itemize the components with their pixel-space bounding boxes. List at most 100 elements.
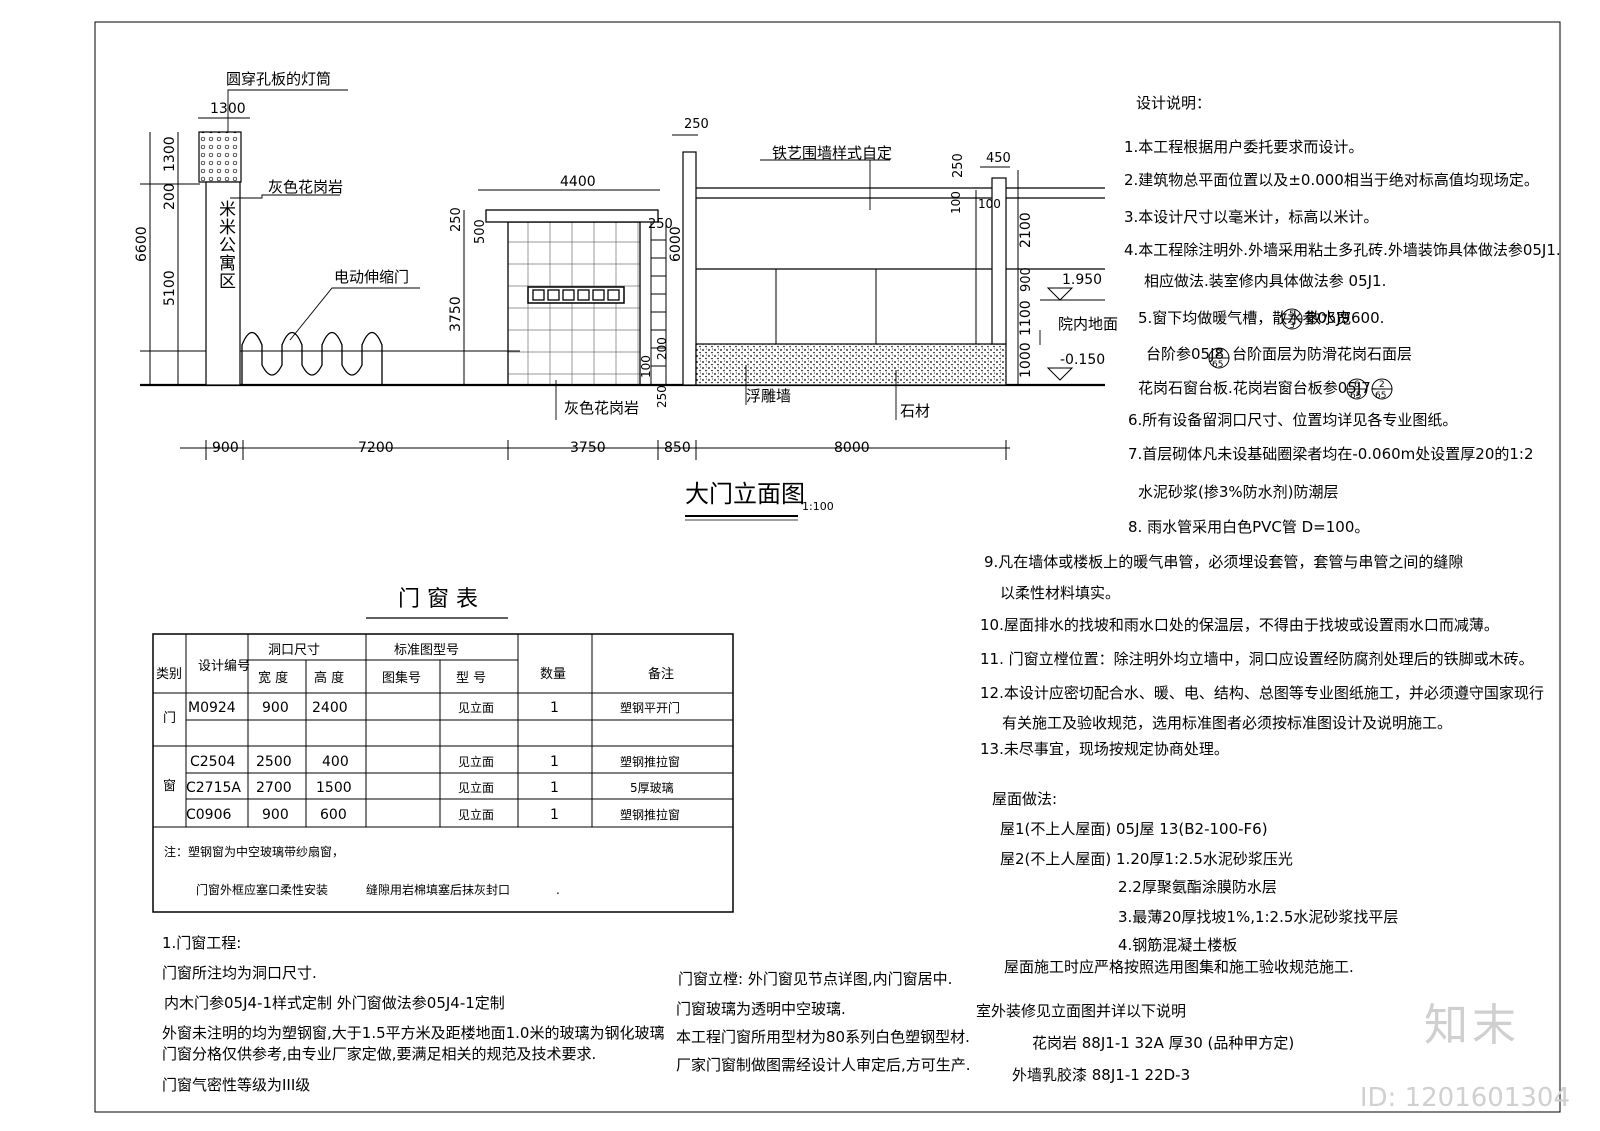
dim-5100: 5100: [162, 270, 178, 306]
left-pillar: [205, 181, 241, 386]
gate-elevation: 米米公寓区: [134, 70, 1118, 521]
note-line: 4.本工程除注明外.外墙采用粘土多孔砖.外墙装饰具体做法参05J1.: [1124, 241, 1561, 259]
level-1950: 1.950: [1062, 272, 1102, 288]
note-line: 11. 门窗立樘位置：除注明外均立墙中，洞口应设置经防腐剂处理后的铁脚或木砖。: [980, 650, 1534, 668]
ref-d-top: 2: [1379, 380, 1385, 390]
row-height: 1500: [316, 780, 352, 796]
row-model: 见立面: [458, 700, 494, 715]
roof-line: 屋面施工时应严格按照选用图集和施工验收规范施工.: [1004, 958, 1354, 976]
level-marker-2: [1046, 367, 1074, 381]
pillar-text: 米米公寓区: [215, 200, 236, 290]
level-marker-1: [1046, 287, 1074, 301]
gatehouse-window: [527, 286, 625, 304]
row-width: 2500: [256, 754, 292, 770]
header-atlas: 图集号: [382, 670, 421, 686]
roof-title: 屋面做法:: [992, 790, 1058, 808]
row-qty: 1: [550, 754, 559, 770]
dim-b3750: 3750: [570, 440, 606, 456]
ref-c-bot: 65: [1350, 391, 1361, 401]
roof-line: 屋2(不上人屋面) 1.20厚1:2.5水泥砂浆压光: [1000, 850, 1293, 868]
dim-b850: 850: [664, 440, 691, 456]
label-iron-fence: 铁艺围墙样式自定: [772, 144, 892, 162]
table-note-2: 门窗外框应塞口柔性安装: [196, 882, 328, 897]
relief-wall: [695, 343, 1007, 386]
dim-250e: 250: [951, 153, 966, 178]
row-no: C2504: [190, 754, 235, 770]
roof-line: 外墙乳胶漆 88J1-1 22D-3: [1012, 1066, 1191, 1084]
dim-100b: 100: [978, 197, 1001, 211]
row-no: C0906: [186, 807, 231, 823]
dim-250b: 250: [684, 117, 709, 132]
door-note-line: 门窗所注均为洞口尺寸.: [162, 964, 317, 982]
note-line: 台阶面层为防滑花岗石面层: [1232, 345, 1413, 363]
door-note-line: 外窗未注明的均为塑钢窗,大于1.5平方米及距楼地面1.0米的玻璃为钢化玻璃: [162, 1024, 665, 1042]
sheet-border: [94, 21, 1561, 1113]
note-line: 3.本设计尺寸以毫米计，标高以米计。: [1124, 208, 1379, 226]
dim-1000: 1000: [1018, 342, 1034, 378]
row-qty: 1: [550, 780, 559, 796]
dim-900: 900: [1019, 267, 1034, 292]
door-note-line: 门窗分格仅供参考,由专业厂家定做,要满足相关的规范及技术要求.: [162, 1045, 597, 1063]
note-line: 8. 雨水管采用白色PVC管 D=100。: [1128, 518, 1370, 536]
roof-line: 花岗岩 88J1-1 32A 厚30 (品种甲方定): [1032, 1034, 1295, 1052]
note-line: 9.凡在墙体或楼板上的暖气串管，必须埋设套管，套管与串管之间的缝隙: [984, 553, 1464, 571]
ref-c-top: 6: [1354, 380, 1360, 390]
right-post: [991, 177, 1007, 345]
note-line: 水泥砂浆(掺3%防水剂)防潮层: [1138, 483, 1339, 501]
header-design-no: 设计编号: [198, 659, 250, 674]
watermark-id: ID: 1201601304: [1359, 1083, 1570, 1113]
ref-d-bot: 65: [1375, 391, 1386, 401]
dim-250c: 250: [648, 217, 673, 232]
bottom-dimension-line: [180, 440, 1010, 460]
row-height: 2400: [312, 700, 348, 716]
note-line: 1.本工程根据用户委托要求而设计。: [1124, 138, 1364, 156]
header-remark: 备注: [648, 666, 674, 682]
row-qty: 1: [550, 807, 559, 823]
dim-6000: 6000: [668, 226, 684, 262]
dim-2100: 2100: [1018, 212, 1034, 248]
dim-6600: 6600: [134, 226, 150, 262]
door-note-line2: 门窗玻璃为透明中空玻璃.: [676, 1000, 846, 1018]
table-note-3: 缝隙用岩棉填塞后抹灰封口: [366, 882, 510, 897]
table-note-1: 注：塑钢窗为中空玻璃带纱扇窗，: [164, 844, 344, 859]
tall-post: [682, 151, 697, 386]
dim-b8000: 8000: [834, 440, 870, 456]
design-notes-title: 设计说明：: [1136, 94, 1212, 112]
row-model: 见立面: [458, 807, 494, 822]
header-category: 类别: [156, 667, 182, 682]
door-category: 门: [163, 711, 176, 726]
note-line: 有关施工及验收规范，选用标准图者必须按标准图设计及说明施工。: [1002, 714, 1453, 732]
dim-250d: 250: [655, 385, 669, 408]
header-height: 高 度: [314, 670, 344, 686]
lamp-box: [198, 131, 242, 183]
dim-3750v: 3750: [448, 296, 464, 332]
row-qty: 1: [550, 700, 559, 716]
dim-b7200: 7200: [358, 440, 394, 456]
row-remark: 塑钢推拉窗: [620, 807, 680, 822]
row-width: 900: [262, 807, 289, 823]
note-line: 6.所有设备留洞口尺寸、位置均详见各专业图纸。: [1128, 411, 1458, 429]
watermark-brand: 知末: [1424, 1000, 1520, 1051]
window-category: 窗: [163, 778, 176, 794]
elevation-title: 大门立面图: [685, 480, 805, 508]
detail-reference-symbols: [1208, 308, 1393, 400]
note-line: 5.窗下均做暖气槽，散水参05J9: [1138, 309, 1351, 327]
row-model: 见立面: [458, 754, 494, 769]
note-line: 13.未尽事宜，现场按规定协商处理。: [980, 740, 1229, 758]
dim-1100: 1100: [1018, 300, 1034, 336]
header-opening: 洞口尺寸: [268, 643, 320, 658]
dim-1300: 1300: [210, 101, 246, 117]
elevation-scale: 1:100: [802, 500, 834, 513]
roof-line: 2.2厚聚氨酯涂膜防水层: [1118, 878, 1277, 896]
door-note-line: 内木门参05J4-1样式定制 外门窗做法参05J4-1定制: [164, 994, 505, 1012]
side-ladder: [650, 222, 667, 385]
table-title: 门 窗 表: [398, 587, 478, 612]
window-table: 门 窗 表 类别 设计编号 洞口尺寸 宽 度 高 度 标准图型号: [152, 587, 734, 913]
label-stone: 石材: [900, 402, 930, 420]
row-width: 900: [262, 700, 289, 716]
row-model: 见立面: [458, 780, 494, 795]
door-note-line: 门窗气密性等级为III级: [162, 1076, 311, 1094]
label-relief-wall: 浮雕墙: [746, 387, 791, 405]
note-line: 7.首层砌体凡未设基础圈梁者均在-0.060m处设置厚20的1:2: [1128, 445, 1534, 463]
